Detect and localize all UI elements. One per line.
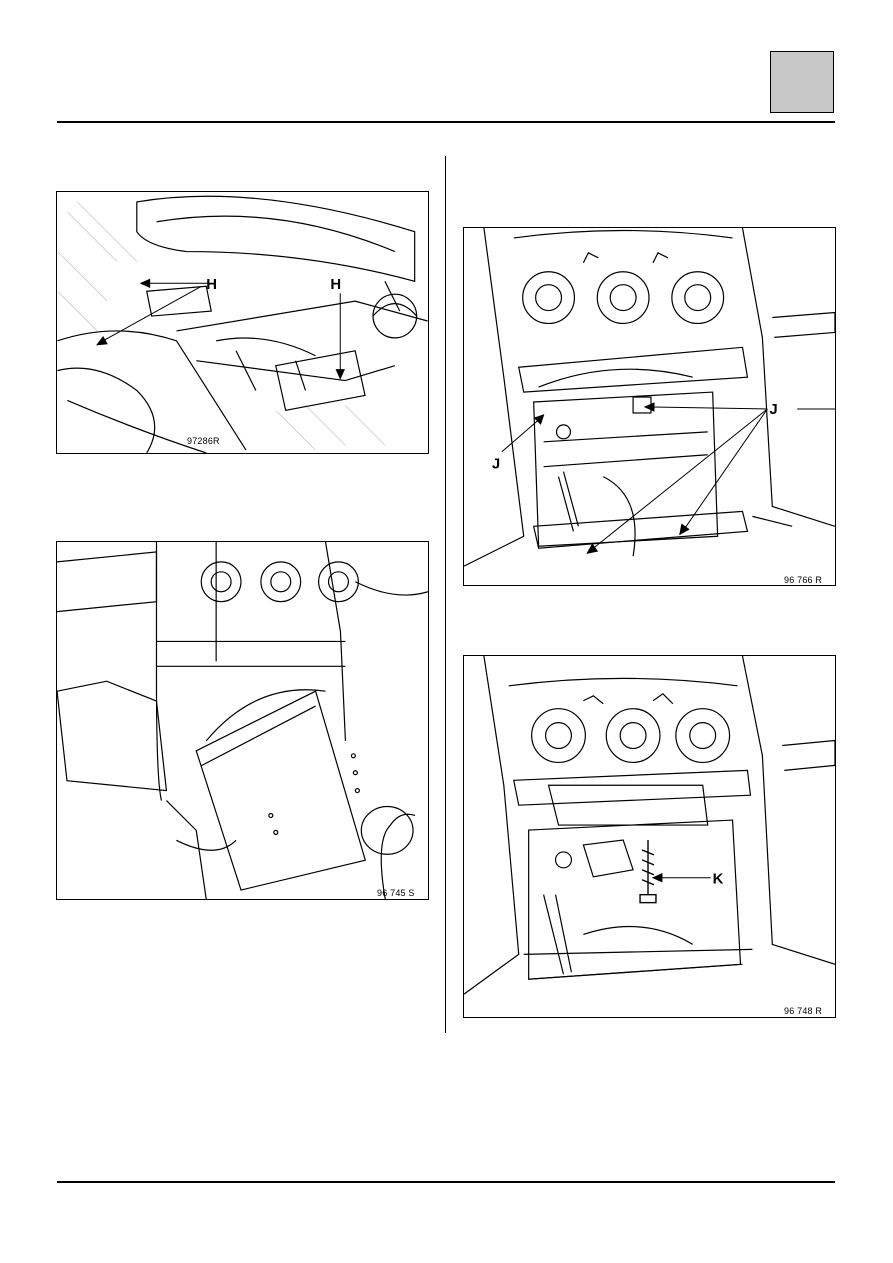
figure-97286R: H H 97286R bbox=[56, 191, 429, 454]
callout-j-right: J bbox=[769, 402, 777, 418]
header-rule bbox=[57, 121, 835, 123]
callout-h-left: H bbox=[206, 277, 217, 293]
figure-ref: 96 745 S bbox=[377, 888, 415, 898]
figure-ref: 97286R bbox=[187, 436, 220, 446]
callout-j-left: J bbox=[492, 457, 500, 473]
callout-h-right: H bbox=[330, 277, 341, 293]
figure-96745S: 96 745 S bbox=[56, 541, 429, 900]
figure-96748R: K 96 748 R bbox=[463, 655, 836, 1018]
section-tab bbox=[770, 51, 834, 113]
column-divider bbox=[445, 156, 446, 1033]
illustration-radio-housing: J J bbox=[464, 228, 835, 567]
illustration-console-connectors: H H bbox=[57, 195, 428, 453]
footer-rule bbox=[57, 1181, 835, 1183]
figure-ref: 96 748 R bbox=[784, 1006, 823, 1016]
figure-96766R: J J 96 766 R bbox=[463, 227, 836, 586]
illustration-radio-removal bbox=[57, 542, 428, 899]
figure-ref: 96 766 R bbox=[784, 575, 823, 585]
callout-k: K bbox=[713, 872, 724, 888]
illustration-housing-screw: K bbox=[464, 656, 835, 995]
